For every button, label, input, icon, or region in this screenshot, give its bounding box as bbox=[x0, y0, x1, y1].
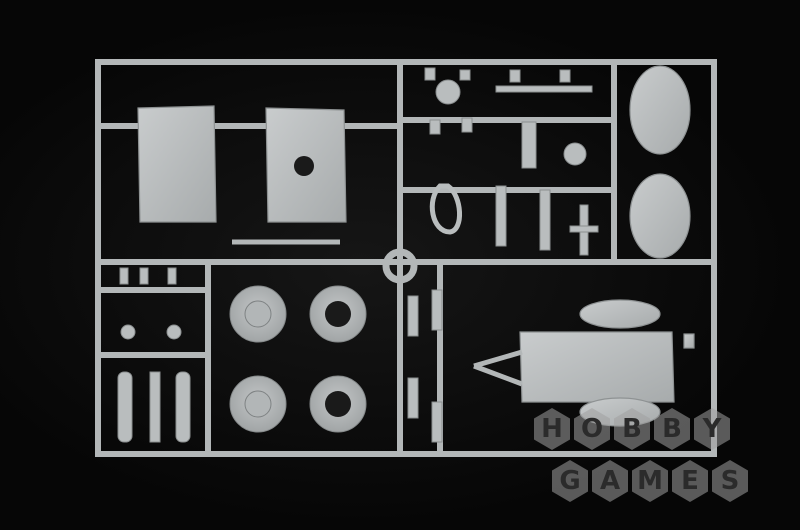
watermark-hex: O bbox=[574, 408, 610, 450]
small-parts-left bbox=[117, 267, 191, 443]
watermark-hex: H bbox=[534, 408, 570, 450]
watermark-line-2: G A M E S bbox=[552, 460, 752, 502]
small-parts-center bbox=[407, 289, 443, 443]
ring-gate bbox=[382, 248, 418, 284]
watermark-hex: B bbox=[654, 408, 690, 450]
small-parts-top bbox=[424, 67, 599, 256]
oval-cover-bottom bbox=[629, 173, 691, 259]
wheel-3 bbox=[229, 375, 287, 433]
hose-part bbox=[429, 183, 463, 235]
wheel-4 bbox=[309, 375, 367, 433]
watermark-line-1: H O B B Y bbox=[534, 408, 734, 450]
wheel-2 bbox=[309, 285, 367, 343]
watermark-hex: S bbox=[712, 460, 748, 502]
hobby-games-watermark: H O B B Y G A M E S bbox=[534, 408, 792, 520]
watermark-hex: B bbox=[614, 408, 650, 450]
panel-right-with-hole bbox=[265, 107, 347, 223]
watermark-hex: M bbox=[632, 460, 668, 502]
watermark-hex: G bbox=[552, 460, 588, 502]
panel-left bbox=[137, 105, 217, 223]
watermark-hex: A bbox=[592, 460, 628, 502]
oval-cover-top bbox=[629, 65, 691, 155]
trailer-part bbox=[473, 299, 695, 427]
watermark-hex: Y bbox=[694, 408, 730, 450]
wheel-1 bbox=[229, 285, 287, 343]
watermark-hex: E bbox=[672, 460, 708, 502]
